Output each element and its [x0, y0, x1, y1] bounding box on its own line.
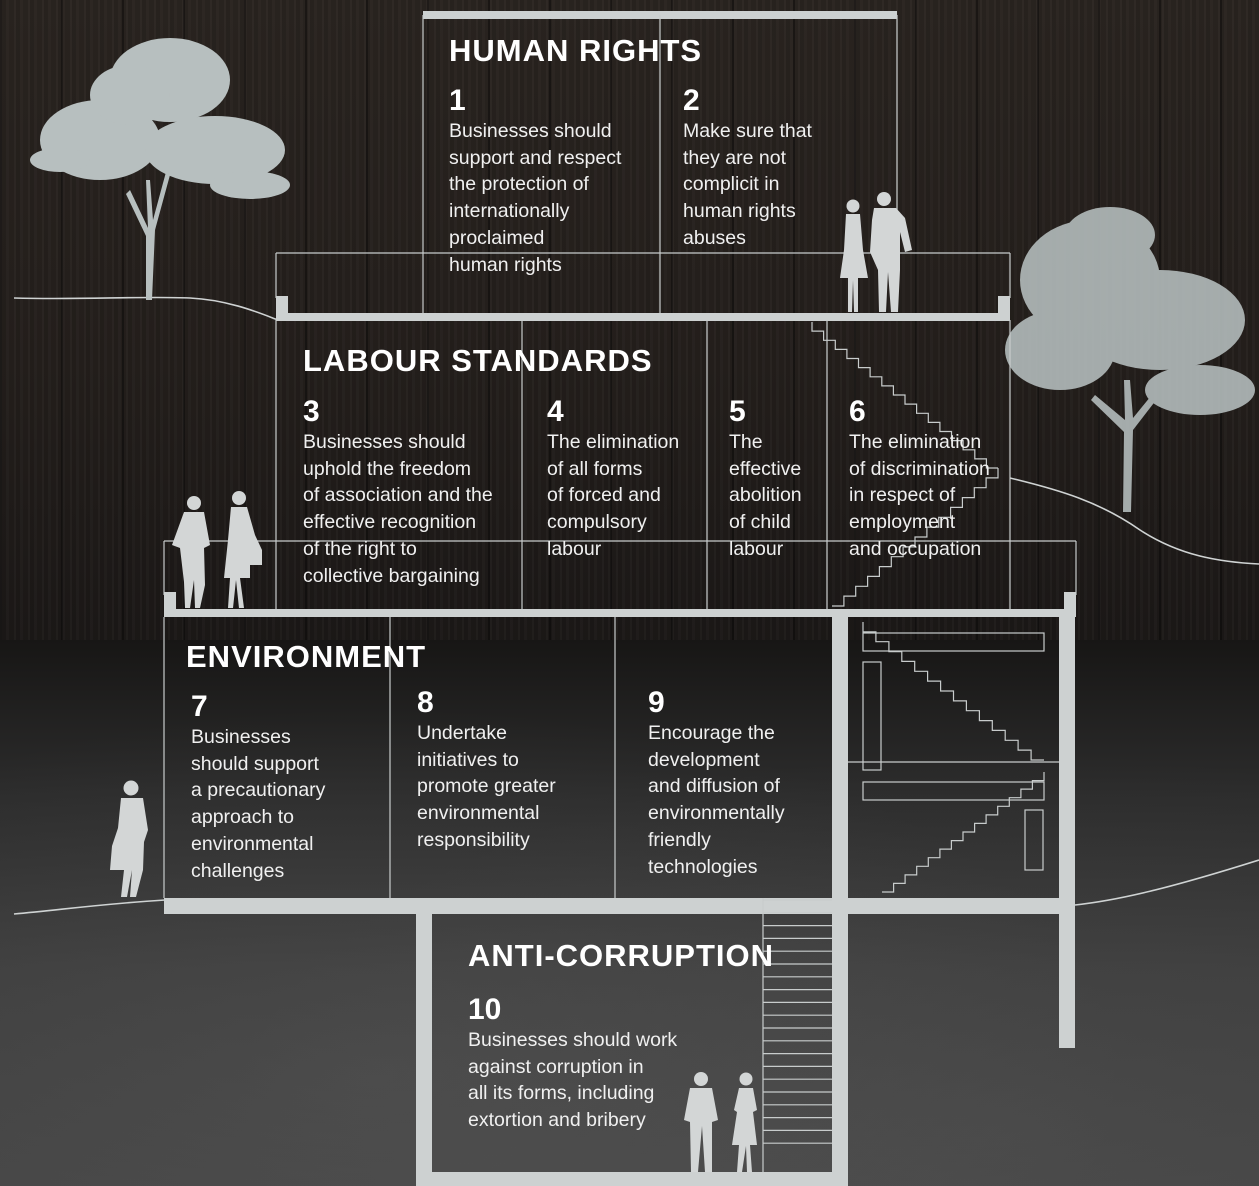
principle-4: 4 The elimination of all forms of forced… — [547, 395, 705, 563]
section-title-anti-corruption: ANTI-CORRUPTION — [468, 938, 775, 973]
section-title-environment: ENVIRONMENT — [186, 639, 427, 674]
principle-9: 9 Encourage the development and diffusio… — [648, 686, 830, 880]
principle-text: Undertake initiatives to promote greater… — [417, 722, 556, 851]
principle-text: Businesses should support and respect th… — [449, 120, 622, 276]
principle-text: Encourage the development and diffusion … — [648, 722, 785, 878]
principle-text: Businesses should work against corruptio… — [468, 1029, 678, 1132]
tree-icon — [30, 38, 290, 300]
tree-icon — [1005, 207, 1255, 512]
staircase-icon — [762, 322, 1045, 1172]
principle-number: 6 — [849, 395, 866, 428]
principle-3: 3 Businesses should uphold the freedom o… — [303, 395, 518, 589]
principle-8: 8 Undertake initiatives to promote great… — [417, 686, 612, 854]
principle-text: The effective abolition of child labour — [729, 431, 802, 560]
house-outlines — [163, 15, 1077, 898]
couple-silhouette-icon — [840, 192, 912, 312]
principle-text: Businesses should support a precautionar… — [191, 726, 326, 882]
hill-line-right-low — [1074, 859, 1259, 906]
ground-line-left — [13, 899, 166, 915]
principle-10: 10 Businesses should work against corrup… — [468, 993, 708, 1134]
principle-7: 7 Businesses should support a precaution… — [191, 690, 386, 884]
principle-6: 6 The elimination of discrimination in r… — [849, 395, 1009, 563]
principle-number: 5 — [729, 395, 746, 428]
couple-silhouette-icon — [684, 1072, 757, 1172]
principle-number: 8 — [417, 686, 434, 719]
principle-number: 10 — [468, 993, 502, 1026]
principle-text: Businesses should uphold the freedom of … — [303, 431, 493, 587]
section-title-human-rights: HUMAN RIGHTS — [449, 33, 703, 68]
principle-5: 5 The effective abolition of child labou… — [729, 395, 824, 563]
hill-line-left — [13, 296, 279, 321]
principle-text: The elimination of discrimination in res… — [849, 431, 990, 560]
principle-number: 2 — [683, 84, 700, 117]
principle-number: 7 — [191, 690, 208, 723]
hill-line-right — [1009, 477, 1259, 565]
principle-2: 2 Make sure that they are not complicit … — [683, 84, 888, 252]
principle-number: 3 — [303, 395, 320, 428]
person-on-phone-silhouette-icon — [110, 780, 148, 897]
section-title-labour-standards: LABOUR STANDARDS — [303, 343, 653, 378]
principle-text: The elimination of all forms of forced a… — [547, 431, 680, 560]
couple-silhouette-icon — [172, 491, 262, 608]
principle-number: 4 — [547, 395, 564, 428]
principle-number: 1 — [449, 84, 466, 117]
principle-text: Make sure that they are not complicit in… — [683, 120, 812, 249]
principle-number: 9 — [648, 686, 665, 719]
principle-1: 1 Businesses should support and respect … — [449, 84, 654, 278]
